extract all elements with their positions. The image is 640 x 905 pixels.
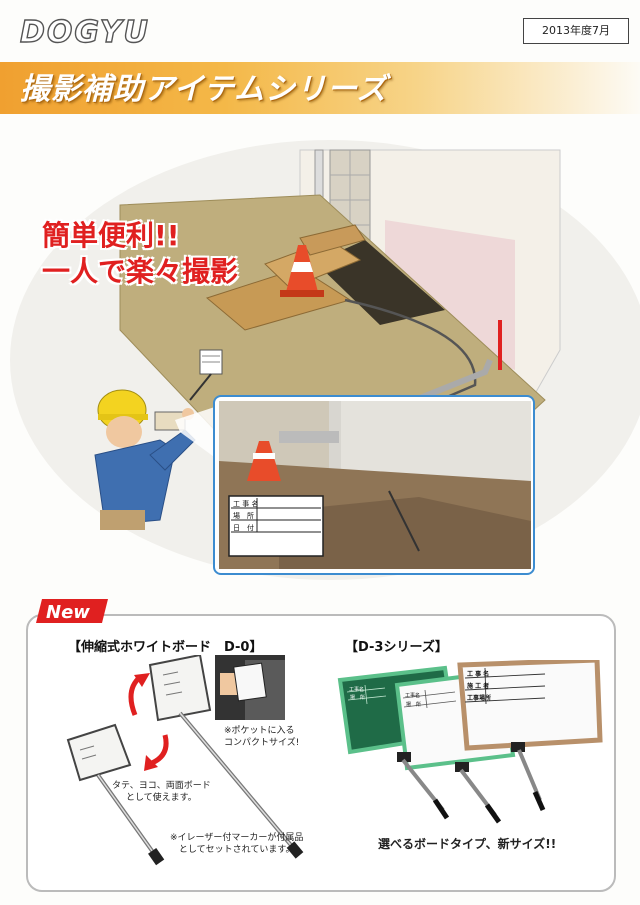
- brown-board-row-2: 施 工 者: [467, 682, 489, 690]
- note-use: タテ、ヨコ、両面ボード として使えます。: [112, 780, 211, 804]
- brown-board-row-3: 工事場所: [467, 694, 491, 702]
- board-row-1: 工 事 名: [233, 499, 258, 508]
- note-pocket-line-2: コンパクトサイズ!: [224, 738, 300, 748]
- date-label: 2013年度7月: [523, 18, 629, 44]
- board-row-2: 場 所: [233, 511, 254, 520]
- note-pocket: ※ポケットに入る コンパクトサイズ!: [224, 725, 299, 749]
- white-board-row-1: 工事名: [405, 692, 420, 699]
- page-title: 撮影補助アイテムシリーズ: [20, 72, 388, 107]
- d3-board-illustration: 工事名 場 所 工事名 場 所 工 事 名 施 工 者 工事場所: [337, 660, 603, 824]
- d3-caption: 選べるボードタイプ、新サイズ!!: [378, 837, 557, 851]
- note-use-line-2: として使えます。: [125, 793, 197, 803]
- dogyu-logo: DOGYU: [19, 14, 150, 48]
- green-board-row-2: 場 所: [350, 694, 365, 701]
- note-marker: ※イレーザー付マーカーが付属品 としてセットされています。: [170, 832, 303, 856]
- new-badge: New: [36, 599, 108, 623]
- logo-text: DOGYU: [20, 15, 150, 48]
- note-pocket-line-1: ※ポケットに入る: [224, 726, 295, 736]
- note-marker-line-1: ※イレーザー付マーカーが付属品: [170, 833, 304, 843]
- site-photo: 工 事 名 場 所 日 付: [213, 395, 535, 575]
- brown-board-row-1: 工 事 名: [467, 670, 489, 678]
- site-photo-image: 工 事 名 場 所 日 付: [219, 401, 531, 569]
- d0-board-illustration: [66, 655, 304, 866]
- slogan-line-2: 一人で楽々撮影: [42, 255, 239, 288]
- product-d3-title: 【D-3シリーズ】: [345, 640, 448, 655]
- slogan-line-1: 簡単便利!!: [42, 219, 180, 252]
- new-badge-text: New: [46, 602, 90, 623]
- white-board-row-2: 場 所: [406, 701, 421, 708]
- green-board-row-1: 工事名: [349, 686, 364, 693]
- product-d0-title: 【伸縮式ホワイトボード D-0】: [68, 640, 263, 655]
- note-marker-line-2: としてセットされています。: [178, 845, 295, 855]
- title-band: [0, 62, 640, 114]
- board-row-3: 日 付: [233, 523, 254, 532]
- note-use-line-1: タテ、ヨコ、両面ボード: [112, 781, 211, 791]
